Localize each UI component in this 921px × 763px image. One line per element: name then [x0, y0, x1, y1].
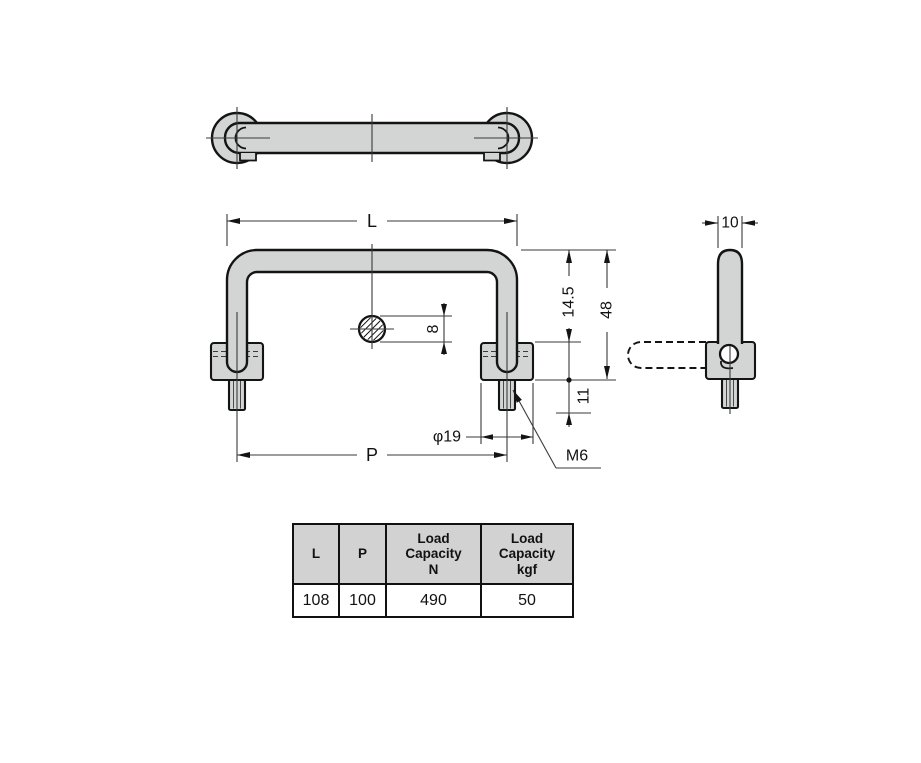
spec-value-P: 100 [338, 583, 387, 618]
dimension-right-stack: 14.5 48 11 [521, 249, 616, 427]
dimension-M6-leader: M6 [512, 389, 601, 469]
spec-header-P: P [338, 523, 387, 585]
spec-value-load-kgf: 50 [480, 583, 574, 618]
side-pivot-hole [718, 343, 740, 365]
spec-header-L: L [292, 523, 340, 585]
dim-M6-label: M6 [566, 448, 588, 465]
side-handle-bar [716, 248, 744, 344]
top-view [206, 107, 538, 169]
front-view [209, 244, 535, 462]
dim-P-label: P [366, 445, 378, 465]
spec-value-load-n: 490 [385, 583, 482, 618]
dim-10-label: 10 [721, 215, 739, 232]
dimension-L: L [226, 211, 518, 246]
top-view-right-base-tab [483, 153, 501, 162]
spec-table-value-row: 108 100 490 50 [292, 583, 574, 618]
dimension-P: P [237, 445, 507, 465]
spec-header-load-capacity-kgf: Load Capacity kgf [480, 523, 574, 585]
front-handle-tube [225, 248, 519, 374]
dimension-phi19: φ19 [433, 383, 534, 446]
spec-value-L: 108 [292, 583, 340, 618]
dim-14-5-label: 14.5 [561, 286, 578, 317]
spec-table: L P Load Capacity N Load Capacity kgf 10… [292, 523, 574, 618]
dim-phi19-label: φ19 [433, 429, 461, 446]
spec-table-header-row: L P Load Capacity N Load Capacity kgf [292, 523, 574, 585]
spec-header-load-capacity-n: Load Capacity N [385, 523, 482, 585]
dim-L-label: L [367, 211, 377, 231]
dim-48-label: 48 [599, 301, 616, 319]
dim-11-label: 11 [576, 388, 593, 405]
side-pivot-notch [720, 360, 734, 370]
dim-8-label: 8 [425, 324, 442, 333]
dimension-10: 10 [702, 215, 758, 248]
dimension-11: 11 [566, 342, 593, 427]
top-view-centerlines [206, 107, 538, 169]
dimension-14-5: 14.5 [561, 250, 578, 342]
dimension-8: 8 [380, 303, 452, 355]
top-view-left-base-tab [239, 153, 257, 162]
front-centerlines [236, 244, 508, 462]
side-view: 10 [627, 215, 758, 414]
dimension-48: 48 [599, 250, 616, 379]
side-folded-handle-phantom [627, 341, 706, 369]
